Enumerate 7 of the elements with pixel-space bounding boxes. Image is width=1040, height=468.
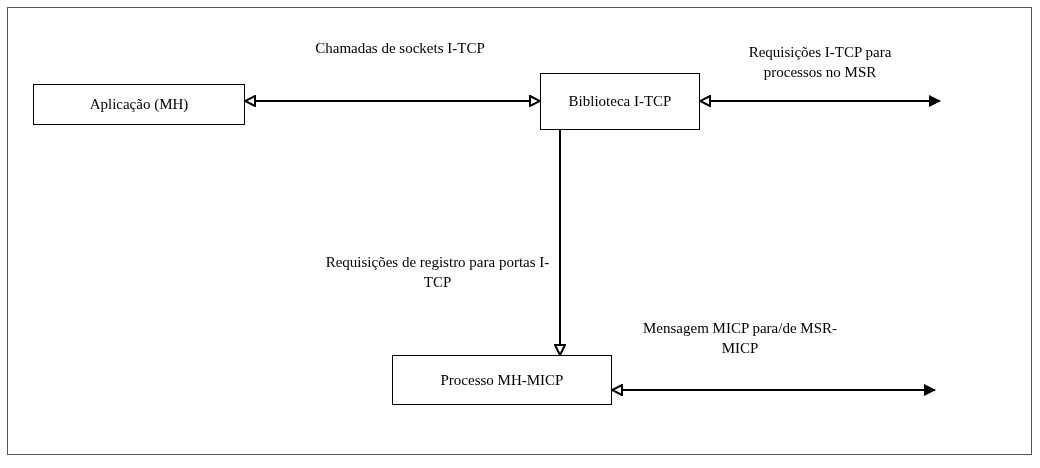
process-box: Biblioteca I-TCP <box>540 73 700 130</box>
arrow <box>244 95 541 107</box>
arrow <box>611 384 936 396</box>
process-box: Processo MH-MICP <box>392 355 612 405</box>
process-box: Aplicação (MH) <box>33 84 245 125</box>
arrow <box>699 95 941 107</box>
arrow <box>554 129 566 356</box>
